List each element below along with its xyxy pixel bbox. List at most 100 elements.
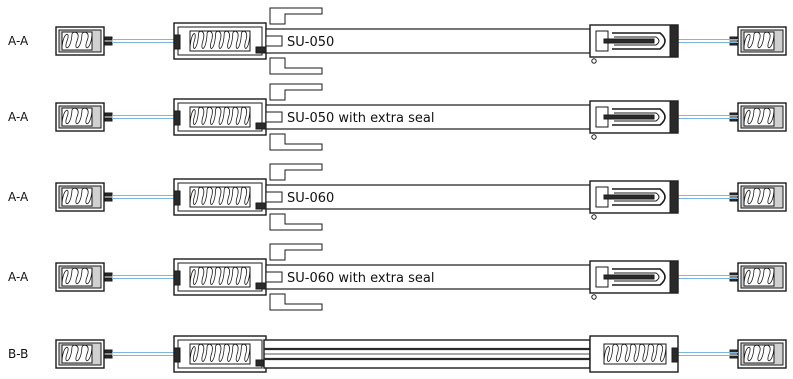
section-label: A-A: [8, 110, 29, 124]
left-wall-section: [55, 182, 113, 212]
connector-block: [104, 41, 113, 46]
lock-bolt: [603, 38, 655, 44]
lock-edge: [669, 24, 679, 58]
screw-icon: [591, 58, 597, 64]
left-panel-frame: [173, 98, 269, 136]
handle-top: [269, 83, 323, 101]
handle-top: [269, 243, 323, 261]
wall-insulation: [743, 107, 775, 127]
lock-edge: [669, 100, 679, 134]
connector-block: [104, 349, 113, 354]
panel-insulation: [189, 30, 251, 52]
right-wall-section: [729, 262, 787, 292]
door-label: SU-060: [287, 191, 334, 206]
insulation-loop: [743, 107, 775, 125]
panel-stop: [173, 34, 181, 50]
right-wall-section: [729, 102, 787, 132]
connector-block: [104, 277, 113, 282]
lock-loop-outer: [612, 188, 666, 206]
door-handle: [269, 163, 323, 231]
right-wall-section: [729, 26, 787, 56]
right-wall-section: [729, 182, 787, 212]
door-leaf: [265, 264, 591, 290]
panel-insulation: [189, 186, 251, 208]
insulation-loop: [743, 31, 775, 49]
lock-case: [589, 100, 679, 140]
lock-edge: [669, 180, 679, 214]
row-5: B-B: [8, 335, 787, 373]
handle-top: [269, 163, 323, 181]
row-2: A-A SU-050 with extra seal: [8, 83, 787, 151]
lock-loop-inner: [614, 36, 660, 46]
lock-edge: [669, 260, 679, 294]
lock-bolt: [603, 114, 655, 120]
lock-bolt: [603, 194, 655, 200]
wall-insulation: [61, 187, 93, 207]
glass-lines: [112, 115, 174, 119]
section-label: A-A: [8, 34, 29, 48]
lock-loop-outer: [612, 268, 666, 286]
panel-stop: [173, 110, 181, 126]
wall-insulation: [61, 31, 93, 51]
insulation-loop: [743, 187, 775, 205]
leaf-edge: [265, 35, 283, 47]
glass-lines: [678, 352, 738, 356]
door-handle: [269, 83, 323, 151]
leaf-edge: [265, 111, 283, 123]
panel-stop: [671, 347, 679, 363]
glass-lines: [112, 195, 174, 199]
leaf-edge: [265, 271, 283, 283]
screw-icon: [591, 214, 597, 220]
connector-block: [104, 112, 113, 117]
panel-stop: [173, 190, 181, 206]
door-handle: [269, 7, 323, 75]
left-panel-frame: [173, 258, 269, 296]
lock-loop-outer: [612, 32, 666, 50]
leaf-edge: [265, 191, 283, 203]
left-wall-section: [55, 102, 113, 132]
left-panel-frame: [173, 335, 269, 373]
row-1: A-A SU-050: [8, 7, 787, 75]
panel-insulation: [189, 343, 251, 365]
lock-case: [589, 24, 679, 64]
insulation-loop: [61, 267, 93, 285]
door-label: SU-060 with extra seal: [287, 271, 434, 286]
door-leaf: [265, 28, 591, 54]
insulation-loop: [743, 344, 775, 362]
left-panel-frame: [173, 22, 269, 60]
glass-lines: [112, 275, 174, 279]
section-label: B-B: [8, 347, 28, 361]
insulation-loop: [61, 187, 93, 205]
lock-loop-outer: [612, 108, 666, 126]
wall-insulation: [743, 267, 775, 287]
insulation-loop: [189, 30, 251, 50]
wall-insulation: [743, 344, 775, 364]
right-panel-frame: [589, 335, 679, 373]
screw-icon: [591, 294, 597, 300]
glass-lines: [678, 195, 738, 199]
insulation-loop: [189, 266, 251, 286]
insulation-loop: [61, 344, 93, 362]
lock-case: [589, 260, 679, 300]
insulation-loop: [603, 343, 667, 363]
left-wall-section: [55, 262, 113, 292]
connector-block: [104, 272, 113, 277]
lock-case: [589, 180, 679, 220]
lock-loop-inner: [614, 192, 660, 202]
glass-lines: [678, 39, 738, 43]
glass-lines: [112, 39, 174, 43]
panel-insulation: [603, 343, 667, 365]
left-wall-section: [55, 339, 113, 369]
door-label: SU-050 with extra seal: [287, 111, 434, 126]
left-wall-section: [55, 26, 113, 56]
connector-block: [104, 117, 113, 122]
door-label: SU-050: [287, 35, 334, 50]
handle-bottom: [269, 57, 323, 75]
lock-loop-inner: [614, 272, 660, 282]
right-wall-section: [729, 339, 787, 369]
panel-stop: [173, 270, 181, 286]
panel-stop: [173, 347, 181, 363]
insulation-loop: [189, 106, 251, 126]
